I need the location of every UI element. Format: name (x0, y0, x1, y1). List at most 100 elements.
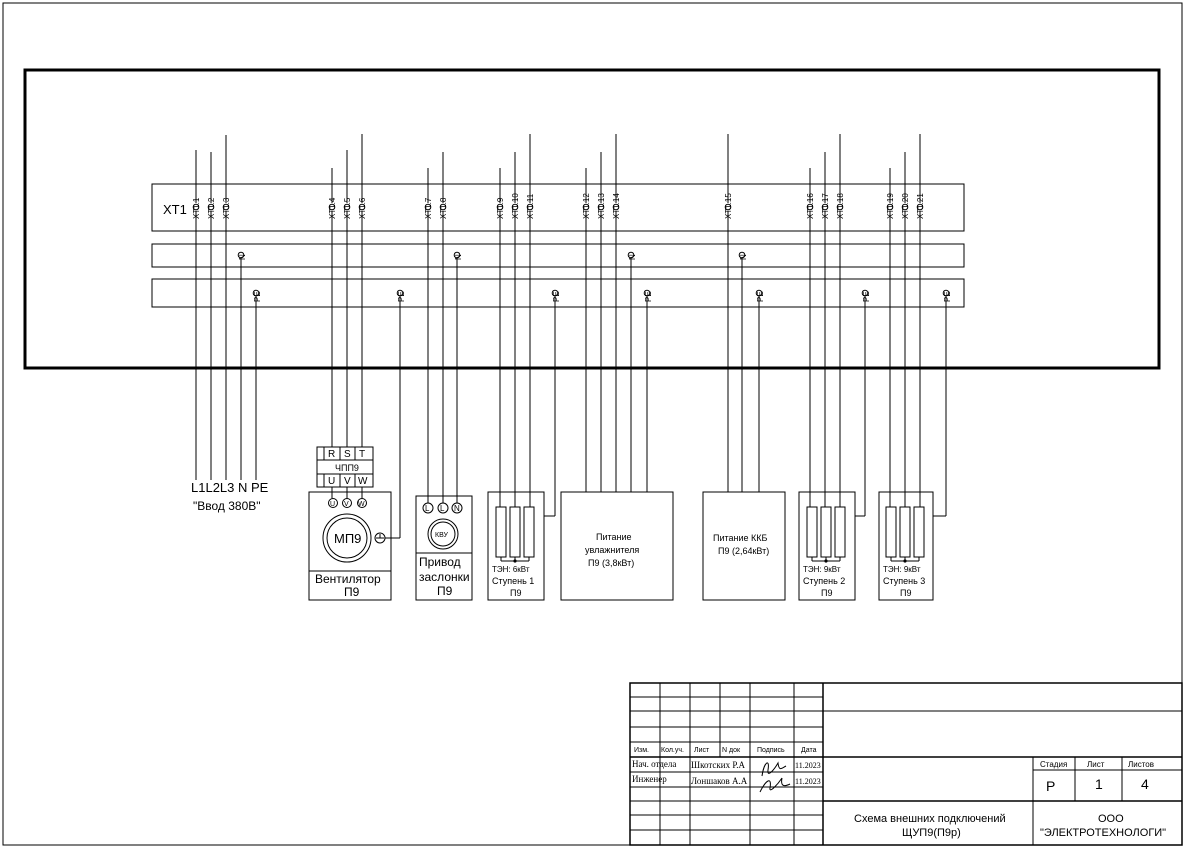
humidifier-line2: увлажнителя (585, 545, 639, 555)
damper-terminal-l1: L (425, 504, 430, 513)
humidifier-block: Питание увлажнителя П9 (3,8кВт) (560, 491, 674, 601)
terminal-10-label: XT1.10 (511, 193, 520, 219)
n-marker-3-label: N (628, 254, 637, 260)
heater3-line2: Ступень 3 (883, 576, 925, 586)
row2-date: 11.2023 (795, 777, 821, 786)
sheet-value: 1 (1095, 776, 1103, 792)
terminal-19-label: XT1.19 (886, 193, 895, 219)
heater2-line2: Ступень 2 (803, 576, 845, 586)
terminal-18-screw (836, 203, 844, 211)
pe-marker-3 (551, 289, 559, 297)
fan-motor-label: МП9 (334, 531, 361, 546)
damper-terminal-l2: L (440, 504, 445, 513)
pe-marker-1 (252, 289, 260, 297)
damper-motor-label: КВУ (435, 532, 449, 539)
terminal-1-label: XT1.1 (192, 197, 201, 219)
fan-terminal-v: V (344, 501, 349, 508)
terminal-16-screw (806, 203, 814, 211)
terminal-12-screw (582, 203, 590, 211)
inverter-out-w: W (358, 476, 368, 487)
terminal-16-label: XT1.16 (806, 193, 815, 219)
heater3-line1: ТЭН: 9кВт (883, 565, 921, 574)
terminal-4-screw (328, 203, 336, 211)
n-marker-2-label: N (454, 254, 463, 260)
heater1-line3: П9 (510, 588, 521, 598)
terminal-15-label: XT1.15 (724, 193, 733, 219)
heater3-line3: П9 (900, 588, 911, 598)
pe-marker-5 (755, 289, 763, 297)
damper-terminal-n: N (454, 504, 460, 513)
pe-marker-6-label: PE (862, 291, 871, 302)
pe-marker-3-label: PE (552, 291, 561, 302)
terminal-20-label: XT1.20 (901, 193, 910, 219)
damper-caption-line1: Привод (419, 555, 461, 569)
stage-value: Р (1046, 778, 1055, 794)
damper-block: L L N КВУ Привод заслонки П9 (415, 495, 473, 601)
inverter-name: ЧПП9 (335, 463, 359, 473)
terminal-13-screw (597, 203, 605, 211)
n-marker-1 (237, 251, 245, 259)
pe-marker-1-label: PE (253, 291, 262, 302)
sheets-value: 4 (1141, 776, 1149, 792)
n-marker-4-label: N (739, 254, 748, 260)
terminal-8-screw (439, 203, 447, 211)
input-name-label: "Ввод 380В" (193, 499, 261, 513)
heater3-star-point (903, 559, 907, 563)
fan-ground-icon (374, 532, 386, 544)
fan-caption-line1: Вентилятор (315, 572, 381, 586)
heater1-line2: Ступень 1 (492, 576, 534, 586)
terminal-5-screw (343, 203, 351, 211)
terminal-11-label: XT1.11 (526, 193, 535, 219)
col-header-date: Дата (801, 747, 817, 754)
sheet-header: Лист (1087, 760, 1105, 769)
col-header-doc: N док (722, 747, 741, 754)
heater3-block: ТЭН: 9кВт Ступень 3 П9 (878, 491, 934, 601)
terminal-9-screw (496, 203, 504, 211)
heater1-star-point (513, 559, 517, 563)
terminal-rail-xt1 (151, 183, 965, 232)
input-phases-label: L1L2L3 N PE (191, 480, 269, 495)
inverter-out-u: U (328, 476, 335, 487)
neutral-bus (151, 243, 965, 268)
pe-marker-7-label: PE (943, 291, 952, 302)
pe-marker-4 (643, 289, 651, 297)
pe-bus (151, 278, 965, 308)
sheets-header: Листов (1128, 760, 1154, 769)
pe-marker-5-label: PE (756, 291, 765, 302)
kkb-line1: Питание ККБ (713, 533, 768, 543)
humidifier-line1: Питание (596, 532, 632, 542)
heater2-line3: П9 (821, 588, 832, 598)
title-block (629, 682, 1183, 846)
terminal-21-label: XT1.21 (916, 193, 925, 219)
terminal-3-screw (222, 203, 230, 211)
heater2-line1: ТЭН: 9кВт (803, 565, 841, 574)
heater1-block: ТЭН: 6кВт Ступень 1 П9 (487, 491, 545, 601)
terminal-5-label: XT1.5 (343, 197, 352, 219)
terminal-7-screw (424, 203, 432, 211)
n-marker-3 (627, 251, 635, 259)
pe-marker-2-label: PE (397, 291, 406, 302)
terminal-17-screw (821, 203, 829, 211)
terminal-2-label: XT1.2 (207, 197, 216, 219)
terminal-11-screw (526, 203, 534, 211)
damper-motor-outer (427, 518, 459, 550)
fan-motor-outer (322, 513, 372, 563)
company-line2: "ЭЛЕКТРОТЕХНОЛОГИ" (1040, 827, 1166, 839)
terminal-4-label: XT1.4 (328, 197, 337, 219)
terminal-13-label: XT1.13 (597, 193, 606, 219)
damper-caption-line3: П9 (437, 584, 453, 598)
inverter-out-v: V (344, 476, 351, 487)
company-line1: ООО (1098, 813, 1124, 825)
inverter-in-t: T (359, 449, 365, 460)
terminal-12-label: XT1.12 (582, 193, 591, 219)
terminal-18-label: XT1.18 (836, 193, 845, 219)
fan-terminal-w: W (358, 501, 365, 508)
terminal-6-label: XT1.6 (358, 197, 367, 219)
wires-layer (195, 134, 947, 539)
row1-name: Шкотских Р.А (691, 760, 745, 770)
doc-title-line2: ЩУП9(П9р) (902, 827, 961, 839)
